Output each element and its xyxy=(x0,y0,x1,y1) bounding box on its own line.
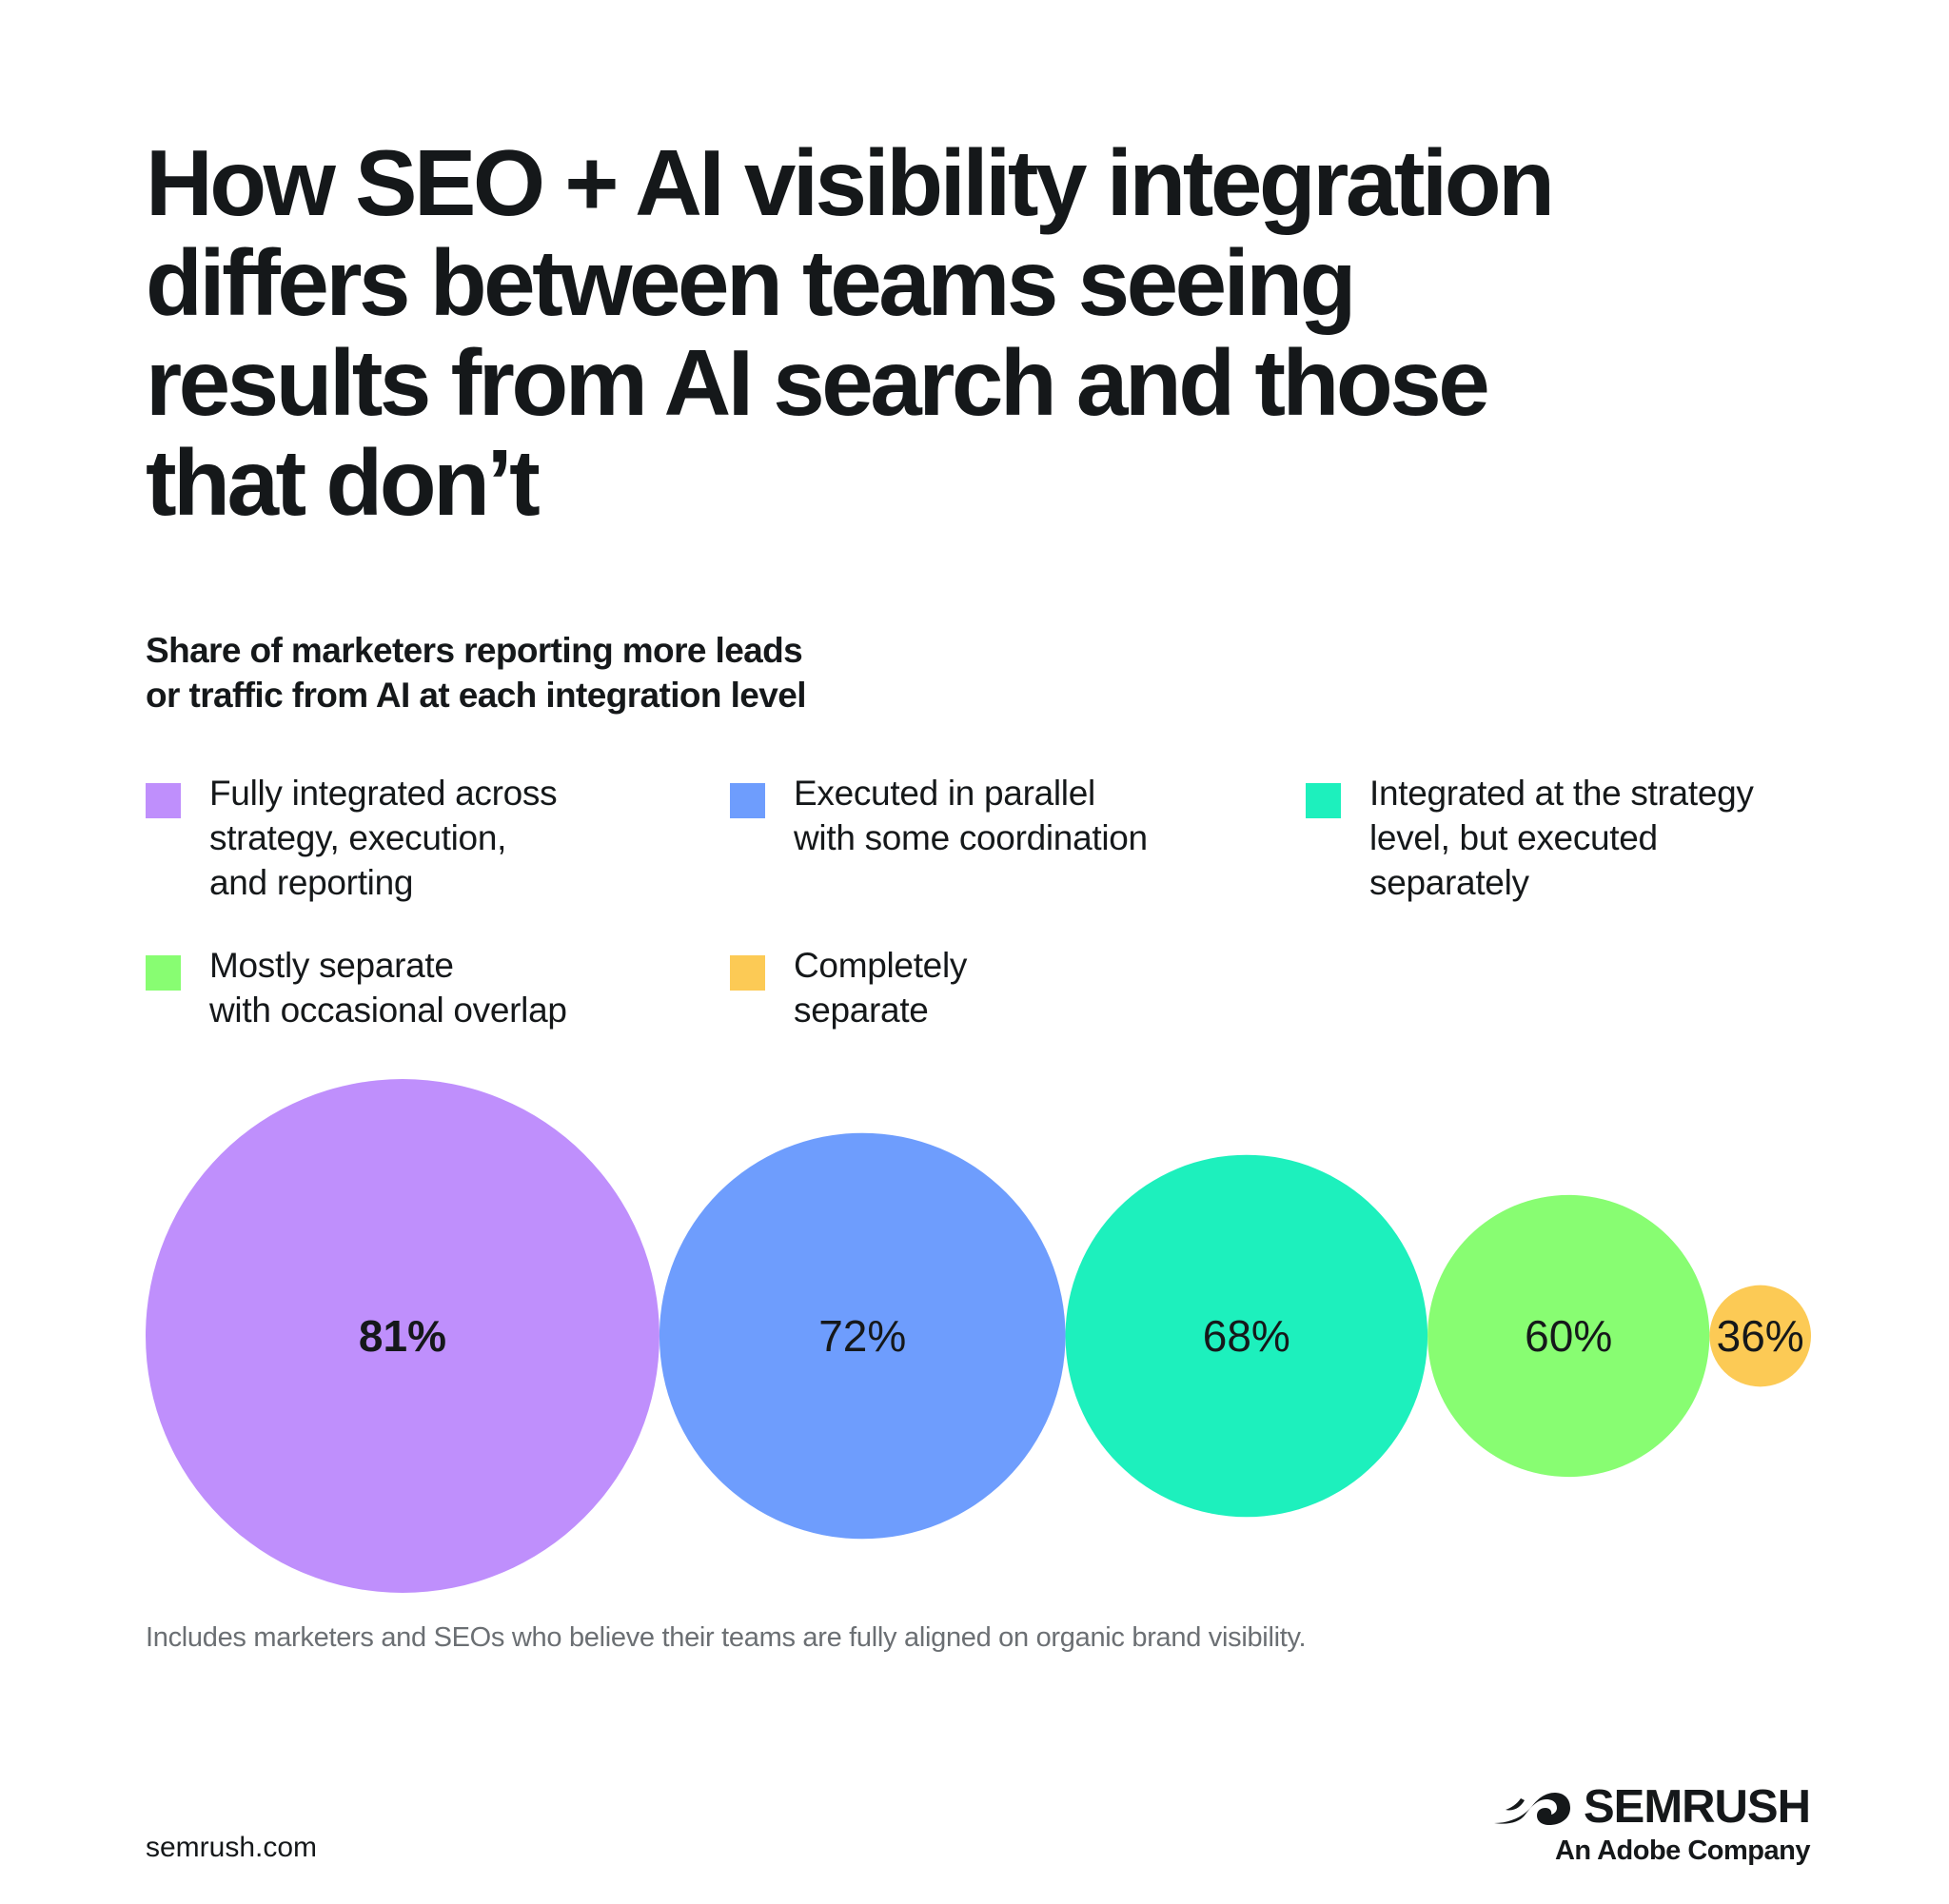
bubble-1 xyxy=(659,1132,1066,1540)
bubble-label-4: 36% xyxy=(1717,1311,1804,1361)
chart-title: How SEO + AI visibility integration diff… xyxy=(146,130,1555,535)
brand-name: SEMRUSH xyxy=(1583,1781,1811,1833)
bubble-label-2: 68% xyxy=(1203,1311,1290,1361)
bubble-label-0: 81% xyxy=(359,1311,446,1361)
legend-swatch xyxy=(146,955,181,991)
brand-logo: SEMRUSH An Adobe Company xyxy=(1492,1781,1811,1867)
footnote: Includes marketers and SEOs who believe … xyxy=(146,1622,1307,1653)
semrush-fire-icon xyxy=(1493,1793,1570,1825)
legend-label: Executed in parallel with some coordinat… xyxy=(794,774,1148,857)
legend-label: Integrated at the strategy level, but ex… xyxy=(1369,774,1754,902)
legend-swatch xyxy=(146,783,181,818)
bubble-3 xyxy=(1427,1194,1710,1478)
legend-label: Fully integrated across strategy, execut… xyxy=(209,774,558,902)
chart-subtitle: Share of marketers reporting more leads … xyxy=(146,631,806,715)
bubble-label-3: 60% xyxy=(1525,1311,1612,1361)
legend-swatch xyxy=(730,783,765,818)
bubble-2 xyxy=(1065,1154,1428,1518)
bubble-0 xyxy=(146,1079,660,1593)
bubble-4 xyxy=(1709,1285,1812,1387)
legend-label: Completely separate xyxy=(794,946,968,1030)
brand-tagline: An Adobe Company xyxy=(1554,1835,1811,1866)
legend-swatch xyxy=(730,955,765,991)
legend-label: Mostly separate with occasional overlap xyxy=(209,946,567,1030)
site-url: semrush.com xyxy=(146,1832,318,1863)
legend-swatch xyxy=(1306,783,1341,818)
bubble-label-1: 72% xyxy=(818,1311,906,1361)
